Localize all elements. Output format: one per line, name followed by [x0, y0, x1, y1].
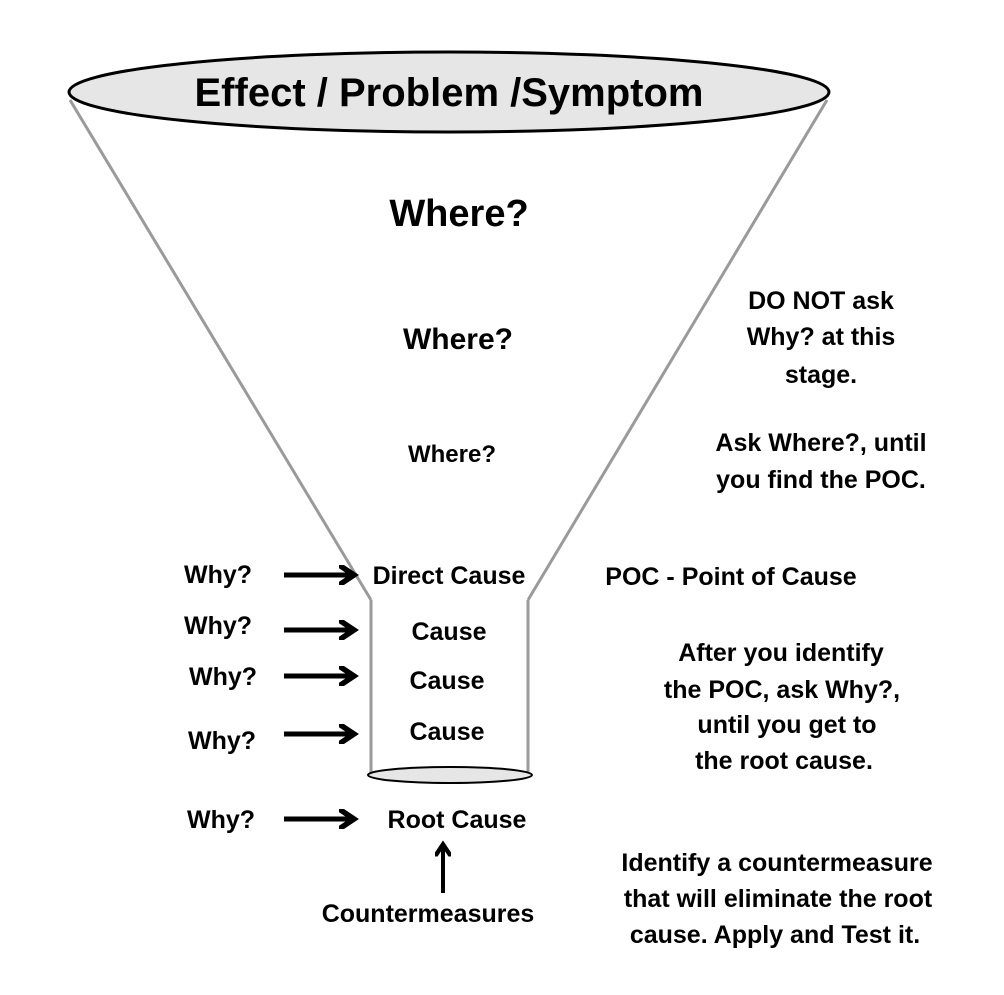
note-do-not-ask-line-3: stage. — [785, 361, 857, 389]
why-label-1: Why? — [184, 561, 252, 589]
root-cause-label: Root Cause — [388, 806, 527, 834]
diagram-title: Effect / Problem /Symptom — [195, 71, 704, 115]
funnel-right-side — [526, 99, 829, 601]
where-question-1: Where? — [389, 193, 528, 235]
note-identify-line-3: cause. Apply and Test it. — [630, 921, 920, 949]
note-identify-line-1: Identify a countermeasure — [621, 849, 932, 877]
poc-label: POC - Point of Cause — [605, 563, 857, 591]
cause-label-1: Cause — [411, 618, 486, 646]
note-do-not-ask-line-1: DO NOT ask — [748, 287, 894, 315]
cause-label-2: Cause — [409, 667, 484, 695]
note-after-poc-line-4: the root cause. — [695, 747, 873, 775]
note-after-poc-line-3: until you get to — [697, 711, 876, 739]
why-label-3: Why? — [189, 663, 257, 691]
why-label-5: Why? — [187, 806, 255, 834]
countermeasures-label: Countermeasures — [322, 900, 535, 928]
direct-cause-label: Direct Cause — [373, 562, 526, 590]
why-label-4: Why? — [188, 727, 256, 755]
funnel-bottom-ellipse — [367, 766, 533, 784]
note-ask-where-line-1: Ask Where?, until — [715, 429, 926, 457]
note-identify-line-2: that will eliminate the root — [624, 885, 933, 913]
cause-label-3: Cause — [409, 718, 484, 746]
note-ask-where-line-2: you find the POC. — [716, 466, 926, 494]
note-after-poc-line-1: After you identify — [678, 639, 884, 667]
where-question-2: Where? — [403, 323, 513, 356]
title-ellipse — [67, 50, 831, 134]
note-after-poc-line-2: the POC, ask Why?, — [664, 676, 900, 704]
where-question-3: Where? — [408, 441, 496, 468]
why-label-2: Why? — [184, 612, 252, 640]
funnel-left-side — [68, 99, 373, 601]
note-do-not-ask-line-2: Why? at this — [747, 323, 896, 351]
